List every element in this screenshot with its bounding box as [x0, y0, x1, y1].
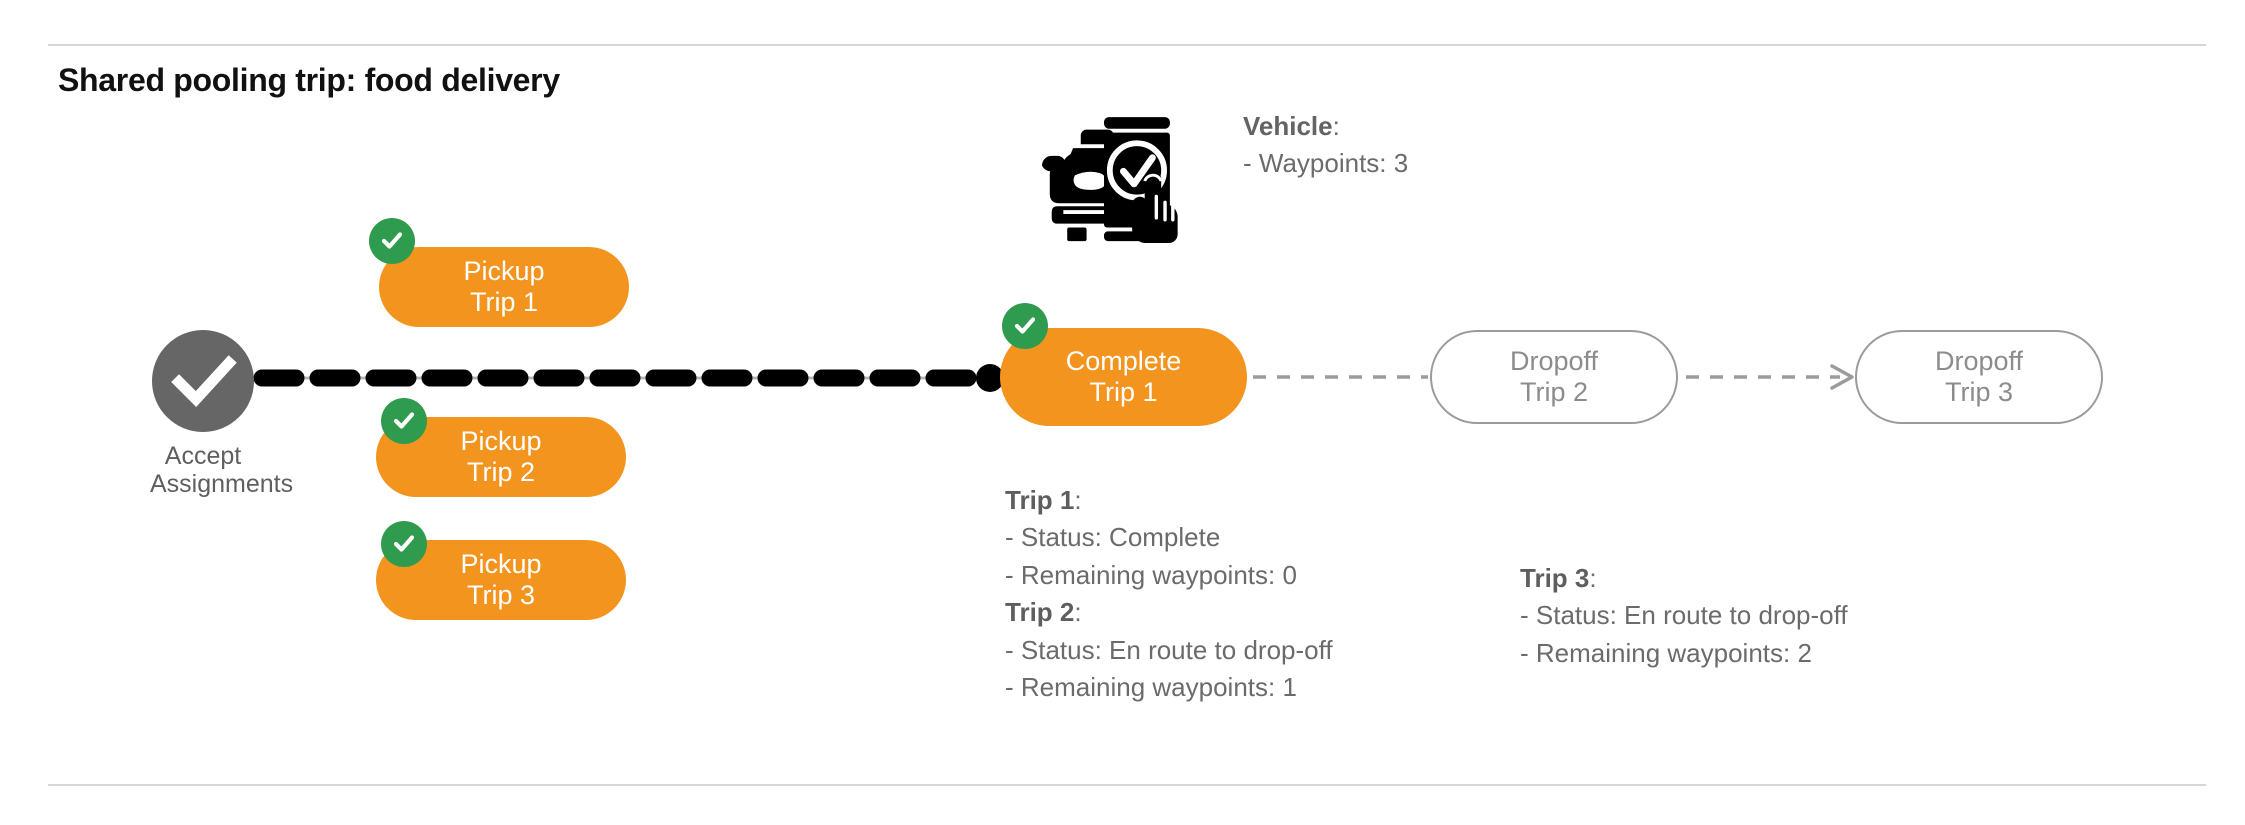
- trip-3-waypoints-line: - Remaining waypoints: 2: [1520, 637, 1812, 668]
- page-title: Shared pooling trip: food delivery: [58, 62, 560, 98]
- trip-3-status-line: - Status: En route to drop-off: [1520, 600, 1848, 631]
- trip-1-status-line: - Status: Complete: [1005, 522, 1221, 553]
- junction-dot: [976, 364, 1004, 392]
- trip-1-heading: Trip 1: [1005, 485, 1075, 515]
- trip-status-right: Trip 3: - Status: En route to drop-off -…: [1520, 560, 1848, 672]
- trip-2-heading-row: Trip 2:: [1005, 594, 1333, 631]
- accept-assignments-label: Accept Assignments: [150, 442, 293, 498]
- trip-3-heading: Trip 3: [1520, 563, 1590, 593]
- top-divider: [48, 44, 2206, 46]
- trip-2-heading: Trip 2: [1005, 597, 1075, 628]
- dropoff-3-line2: Trip 3: [1944, 377, 2013, 407]
- accept-label-line2: Assignments: [150, 470, 294, 498]
- car-phone-check-icon: [1030, 88, 1210, 243]
- trip-1-colon: :: [1074, 485, 1082, 515]
- trip-1-waypoints-line: - Remaining waypoints: 0: [1005, 559, 1297, 590]
- pickup-1-line1: Pickup: [463, 255, 545, 286]
- check-badge-icon-pickup-1: [369, 218, 415, 264]
- pickup-2-line2: Trip 2: [466, 457, 535, 487]
- trip-2-status-line: - Status: En route to drop-off: [1005, 634, 1333, 665]
- arrowhead-icon: [1830, 364, 1854, 390]
- complete-line1: Complete: [1065, 345, 1182, 376]
- vehicle-waypoints-line: - Waypoints: 3: [1243, 147, 1409, 178]
- bottom-divider: [48, 784, 2206, 786]
- vehicle-heading: Vehicle: [1243, 111, 1333, 141]
- trip-status-left: Trip 1: - Status: Complete - Remaining w…: [1005, 482, 1333, 707]
- vehicle-heading-colon: :: [1332, 111, 1340, 141]
- check-badge-icon-pickup-3: [381, 521, 427, 567]
- check-badge-icon-pickup-2: [381, 398, 427, 444]
- pickup-1-line2: Trip 1: [469, 287, 538, 317]
- vehicle-caption: Vehicle: - Waypoints: 3: [1243, 108, 1408, 182]
- node-complete-trip-1[interactable]: Complete Trip 1: [1000, 328, 1247, 426]
- trip-1-heading-row: Trip 1:: [1005, 482, 1333, 519]
- pickup-2-line1: Pickup: [460, 425, 542, 456]
- check-badge-icon-complete-1: [1002, 303, 1048, 349]
- node-accept-assignments[interactable]: Accept Assignments: [150, 330, 293, 498]
- complete-line2: Trip 1: [1089, 377, 1158, 407]
- trip-3-heading-row: Trip 3:: [1520, 560, 1848, 597]
- pickup-3-line1: Pickup: [460, 548, 542, 579]
- dropoff-2-line2: Trip 2: [1519, 377, 1588, 407]
- node-pickup-trip-1[interactable]: Pickup Trip 1: [379, 247, 629, 327]
- check-circle-icon: [152, 330, 254, 432]
- dropoff-2-line1: Dropoff: [1509, 345, 1599, 376]
- trip-2-waypoints-line: - Remaining waypoints: 1: [1005, 672, 1297, 703]
- trip-3-colon: :: [1589, 563, 1597, 593]
- dropoff-3-line1: Dropoff: [1934, 345, 2024, 376]
- node-dropoff-trip-3[interactable]: Dropoff Trip 3: [1855, 330, 2103, 424]
- vehicle-heading-row: Vehicle:: [1243, 108, 1408, 145]
- node-dropoff-trip-2[interactable]: Dropoff Trip 2: [1430, 330, 1678, 424]
- trip-2-colon: :: [1074, 597, 1082, 628]
- pickup-3-line2: Trip 3: [466, 580, 535, 610]
- accept-label-line1: Accept: [164, 442, 242, 470]
